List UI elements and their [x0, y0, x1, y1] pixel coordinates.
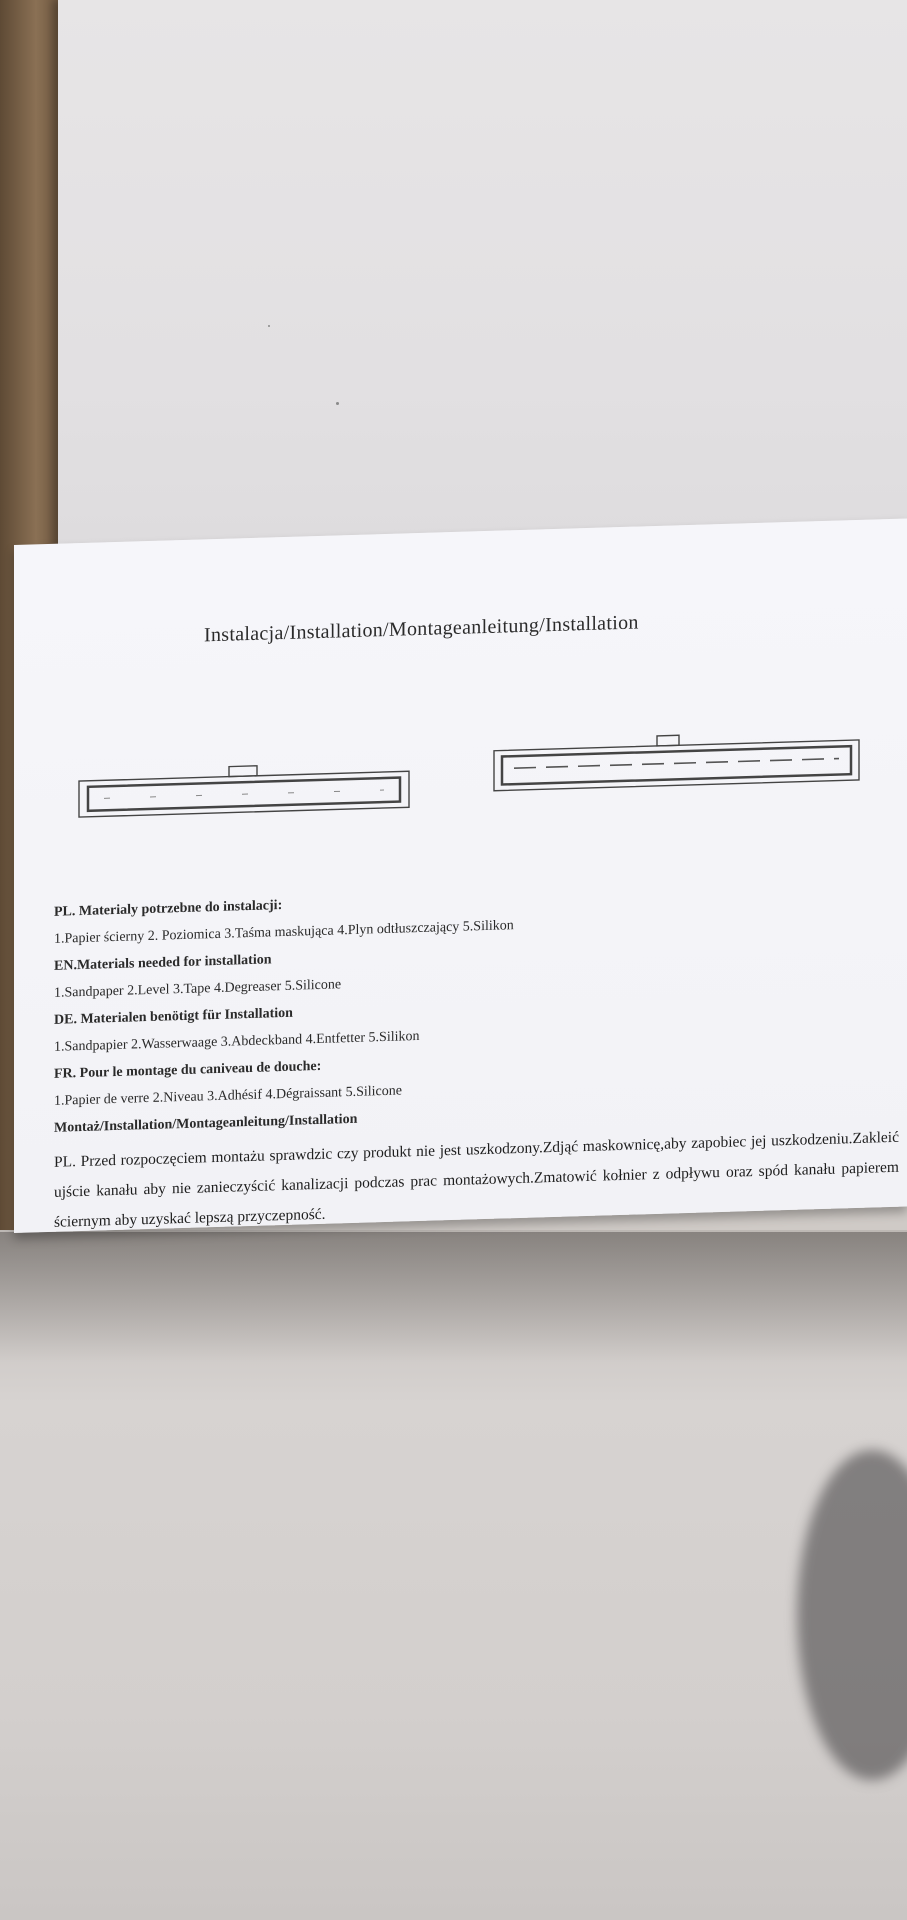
- white-surface: [0, 1230, 907, 1920]
- shadow-blob: [797, 1450, 907, 1780]
- drain-drawings: [78, 734, 860, 855]
- drain-side-view: [258, 837, 665, 855]
- drain-top-view-left: [78, 765, 410, 818]
- materials-text: PL. Materialy potrzebne do instalacji: 1…: [54, 874, 899, 1238]
- sheet-title: Instalacja/Installation/Montageanleitung…: [204, 611, 639, 647]
- sheet-shadow: [0, 1232, 907, 1362]
- instruction-sheet: Instalacja/Installation/Montageanleitung…: [14, 518, 907, 1233]
- drain-top-view-right: [493, 734, 860, 792]
- montage-paragraph: PL. Przed rozpoczęciem montażu sprawdzic…: [54, 1128, 899, 1231]
